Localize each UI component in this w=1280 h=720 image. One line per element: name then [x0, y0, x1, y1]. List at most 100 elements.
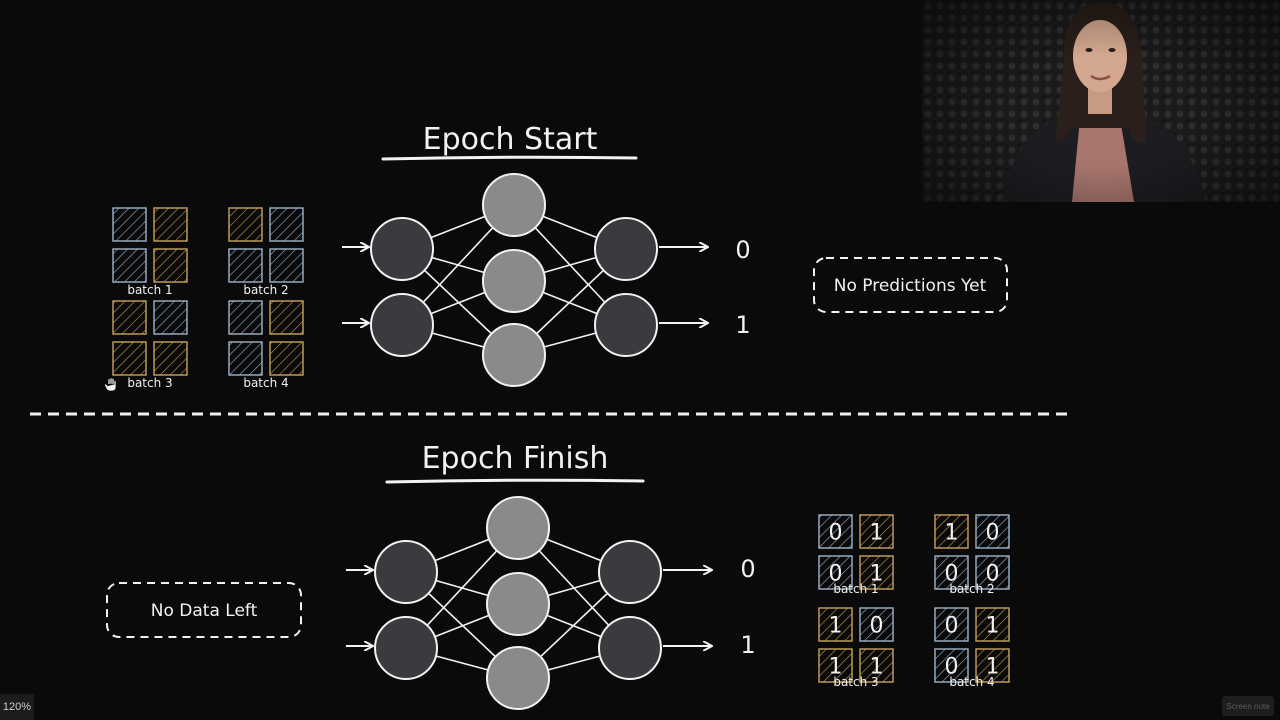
- input-node: [370, 217, 434, 281]
- epoch-start-underline: [381, 155, 638, 161]
- neural-network-start: [342, 173, 707, 387]
- presenter-webcam: [922, 0, 1280, 202]
- batch-cell: [975, 607, 1010, 642]
- prediction-digit: 1: [870, 655, 884, 680]
- webcam-vignette: [922, 0, 1280, 202]
- batch-label: batch 1: [127, 283, 172, 297]
- hidden-node: [486, 572, 550, 636]
- batch-cell: [818, 555, 853, 590]
- batch-cell: [112, 300, 147, 335]
- prediction-digit: 1: [986, 655, 1000, 680]
- prediction-digit: 0: [945, 614, 959, 639]
- output-label-1: 1: [735, 311, 750, 339]
- batch-cell: [859, 648, 894, 683]
- prediction-digit: 1: [829, 614, 843, 639]
- batch-cell: [228, 207, 263, 242]
- batch-grid: batch 4: [228, 300, 304, 390]
- output-label-0: 0: [740, 555, 755, 583]
- batch-label: batch 3: [833, 675, 878, 689]
- batch-cell: [818, 514, 853, 549]
- no-data-left-label: No Data Left: [151, 601, 258, 621]
- input-node: [370, 293, 434, 357]
- epoch-start-title: Epoch Start: [423, 122, 598, 157]
- hidden-node: [486, 646, 550, 710]
- batch-cell: [153, 300, 188, 335]
- prediction-digit: 0: [986, 521, 1000, 546]
- batch-cell: [975, 555, 1010, 590]
- epoch-finish-title: Epoch Finish: [422, 441, 609, 476]
- batch-cell: [975, 648, 1010, 683]
- prediction-digit: 0: [945, 655, 959, 680]
- prediction-digit: 1: [986, 614, 1000, 639]
- no-predictions-label: No Predictions Yet: [834, 276, 987, 296]
- batch-cell: [269, 207, 304, 242]
- batch-cell: [934, 555, 969, 590]
- batch-cell: [112, 207, 147, 242]
- output-node: [598, 540, 662, 604]
- batch-cell: [818, 607, 853, 642]
- zoom-level-indicator[interactable]: 120%: [0, 694, 34, 720]
- hidden-node: [482, 173, 546, 237]
- batch-cell: [934, 607, 969, 642]
- input-batches-group: batch 1 batch 2 batch 3 batch 4: [112, 207, 304, 390]
- batch-cell: [859, 514, 894, 549]
- batch-cell: [859, 607, 894, 642]
- batch-grid: batch 1: [112, 207, 188, 297]
- hidden-node: [486, 496, 550, 560]
- neural-network-finish: [346, 496, 711, 710]
- batch-cell: [228, 248, 263, 283]
- output-label-1: 1: [740, 631, 755, 659]
- batch-cell: [269, 300, 304, 335]
- output-node: [594, 217, 658, 281]
- batch-cell: [228, 300, 263, 335]
- batch-cell: [112, 341, 147, 376]
- prediction-digit: 1: [829, 655, 843, 680]
- epoch-start-section: Epoch Start batch 1 batch 2 batch 3 batch 4…: [112, 122, 1008, 390]
- batch-label: batch 2: [949, 582, 994, 596]
- batch-label: batch 2: [243, 283, 288, 297]
- batch-label: batch 1: [833, 582, 878, 596]
- batch-cell: [153, 207, 188, 242]
- screen-note-button[interactable]: Screen note: [1222, 696, 1274, 716]
- prediction-digit: 1: [870, 562, 884, 587]
- hidden-node: [482, 249, 546, 313]
- prediction-digit: 1: [945, 521, 959, 546]
- batch-cell: [859, 555, 894, 590]
- batch-cell: [934, 648, 969, 683]
- no-data-left-box: [106, 582, 302, 638]
- prediction-digit: 1: [870, 521, 884, 546]
- batch-label: batch 4: [243, 376, 288, 390]
- prediction-digit: 0: [870, 614, 884, 639]
- no-predictions-box: [813, 257, 1008, 313]
- input-node: [374, 616, 438, 680]
- batch-cell: [818, 648, 853, 683]
- batch-cell: [934, 514, 969, 549]
- batch-grid: batch 3: [112, 300, 188, 390]
- batch-grid: batch 2: [228, 207, 304, 297]
- epoch-finish-underline: [385, 478, 645, 484]
- output-node: [598, 616, 662, 680]
- prediction-digit: 0: [945, 562, 959, 587]
- batch-cell: [112, 248, 147, 283]
- batch-label: batch 4: [949, 675, 994, 689]
- batch-cell: [269, 341, 304, 376]
- output-label-0: 0: [735, 236, 750, 264]
- prediction-digit: 0: [986, 562, 1000, 587]
- batch-cell: [975, 514, 1010, 549]
- hand-cursor-icon: [104, 377, 117, 392]
- batch-cell: [153, 341, 188, 376]
- prediction-digit: 0: [829, 562, 843, 587]
- batch-cell: [153, 248, 188, 283]
- batch-label: batch 3: [127, 376, 172, 390]
- hidden-node: [482, 323, 546, 387]
- input-node: [374, 540, 438, 604]
- batch-cell: [269, 248, 304, 283]
- output-node: [594, 293, 658, 357]
- batch-cell: [228, 341, 263, 376]
